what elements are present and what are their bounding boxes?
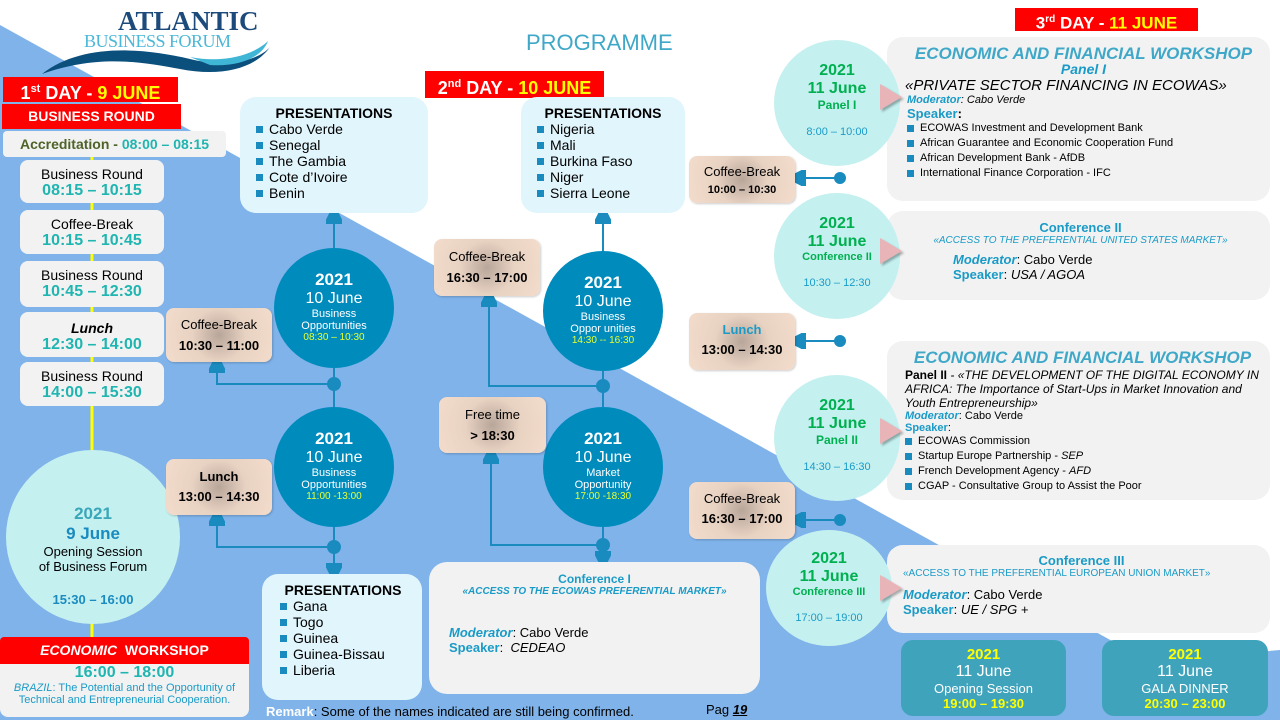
list-item: Benin <box>256 185 428 201</box>
conference-2-box: Conference II «ACCESS TO THE PREFERENTIA… <box>887 211 1270 300</box>
conference-1-box: Conference I «ACCESS TO THE ECOWAS PREFE… <box>429 562 760 694</box>
pointer-arrow-icon <box>880 575 902 601</box>
list-item: Burkina Faso <box>537 153 685 169</box>
list-item: Niger <box>537 169 685 185</box>
conference-3-box: Conference III «ACCESS TO THE PREFERENTI… <box>887 545 1270 633</box>
logo-wave-icon <box>42 41 270 74</box>
economic-workshop-header: ECONOMIC WORKSHOP <box>0 637 249 664</box>
panel-1-box: ECONOMIC AND FINANCIAL WORKSHOP Panel I … <box>887 37 1270 201</box>
day3-banner: 3rd DAY - 11 JUNE <box>1015 8 1198 33</box>
list-item: ECOWAS Commission <box>905 434 1260 449</box>
list-item: African Development Bank - AfDB <box>907 151 1260 166</box>
opening-session-circle: 2021 9 June Opening Session of Business … <box>6 450 180 624</box>
list-item: Startup Europe Partnership - SEP <box>905 449 1260 464</box>
list-item: Liberia <box>280 662 422 678</box>
list-item: CGAP - Consultative Group to Assist the … <box>905 479 1260 494</box>
logo-subtitle: BUSINESS FORUM <box>84 31 231 51</box>
logo-title: ATLANTIC <box>118 6 259 36</box>
remark: Remark: Some of the names indicated are … <box>266 704 634 719</box>
day2-banner: 2nd DAY - 10 JUNE <box>425 71 604 98</box>
break-box: Free time> 18:30 <box>439 397 546 453</box>
list-item: Senegal <box>256 137 428 153</box>
list-item: Cabo Verde <box>256 121 428 137</box>
economic-workshop-body: 16:00 – 18:00 BRAZIL: The Potential and … <box>0 664 249 717</box>
list-item: Guinea-Bissau <box>280 646 422 662</box>
page-title: PROGRAMME <box>526 30 673 55</box>
accreditation: Accreditation - 08:00 – 08:15 <box>3 131 226 157</box>
logo: ATLANTIC BUSINESS FORUM <box>40 4 270 80</box>
list-item: ECOWAS Investment and Development Bank <box>907 121 1260 136</box>
panel-2-box: ECONOMIC AND FINANCIAL WORKSHOP Panel II… <box>887 341 1270 500</box>
list-item: Sierra Leone <box>537 185 685 201</box>
page-number: Pag 19 <box>706 702 748 717</box>
list-item: International Finance Corporation - IFC <box>907 166 1260 181</box>
pointer-arrow-icon <box>880 418 902 444</box>
list-item: Guinea <box>280 630 422 646</box>
list-item: Gana <box>280 598 422 614</box>
list-item: Cote d’Ivoire <box>256 169 428 185</box>
list-item: The Gambia <box>256 153 428 169</box>
list-item: Togo <box>280 614 422 630</box>
list-item: French Development Agency - AFD <box>905 464 1260 479</box>
business-round-header: BUSINESS ROUND <box>2 104 181 129</box>
pointer-arrow-icon <box>880 84 902 110</box>
list-item: African Guarantee and Economic Cooperati… <box>907 136 1260 151</box>
day1-banner: 1st DAY - 9 JUNE <box>3 77 178 103</box>
pointer-arrow-icon <box>880 238 902 264</box>
list-item: Mali <box>537 137 685 153</box>
list-item: Nigeria <box>537 121 685 137</box>
